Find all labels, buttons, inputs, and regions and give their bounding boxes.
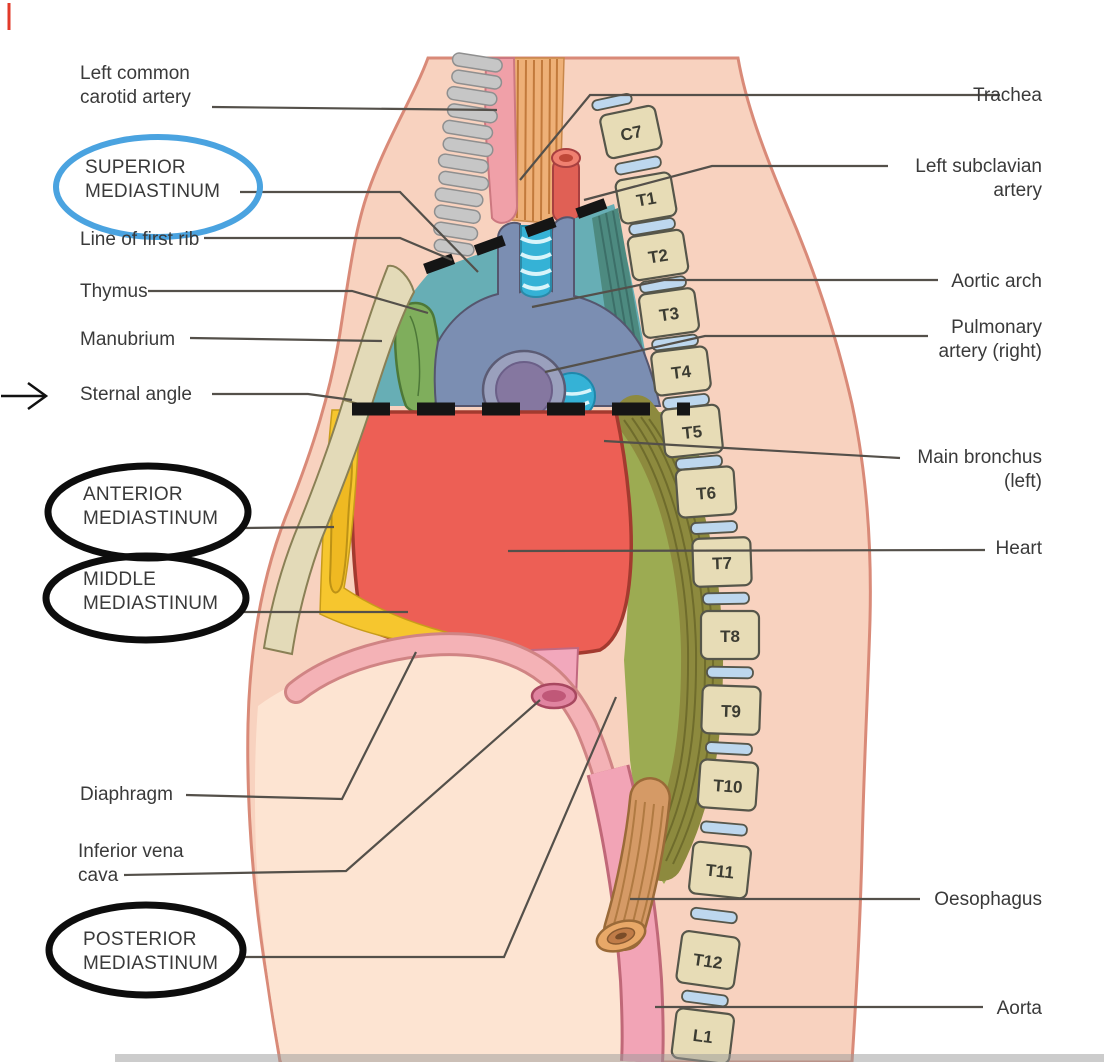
vertebra-c7: C7	[599, 104, 663, 160]
label-oesophagus: Oesophagus	[934, 889, 1042, 910]
leader-anterior-mediastinum	[243, 525, 335, 530]
vertebra-t2: T2	[626, 228, 690, 282]
vertebra-t6: T6	[674, 465, 738, 519]
label-manubrium: Manubrium	[80, 329, 176, 350]
vertebra-label: T10	[713, 776, 744, 797]
vertebra-label: T11	[705, 861, 735, 883]
leader-superior-mediastinum	[240, 190, 479, 273]
dashed-planes	[352, 195, 690, 416]
bottom-gray-strip	[115, 1054, 1104, 1062]
label-trachea: Trachea	[973, 85, 1042, 106]
thoracic-inlet-dashed-line	[423, 195, 614, 275]
vertebra-t4: T4	[650, 345, 712, 397]
vertebra-t8: T8	[699, 609, 761, 661]
label-anterior-mediastinum: ANTERIOR MEDIASTINUM	[83, 484, 219, 530]
vertebra-label: T1	[635, 188, 658, 210]
vertebra-t11: T11	[688, 840, 752, 900]
leader-carotid	[211, 105, 498, 112]
annotation-marks	[1, 3, 1104, 1062]
leader-first-rib	[204, 236, 453, 262]
leader-posterior-mediastinum	[240, 696, 618, 959]
vertebra-label: L1	[692, 1026, 714, 1047]
thymus-inner-line	[409, 315, 421, 397]
vertebra-label: T3	[658, 304, 680, 326]
vertebra-t7: T7	[691, 536, 753, 588]
leader-pulmonary	[544, 334, 928, 374]
leader-diaphragm	[185, 651, 417, 801]
vertebra-t5: T5	[660, 403, 724, 459]
label-left-subclavian-artery: Left subclavian artery	[915, 156, 1042, 202]
leader-lines	[123, 93, 1000, 1009]
vertebra-label: T9	[721, 702, 741, 722]
vertebra-l1: L1	[670, 1007, 736, 1062]
label-diaphragm: Diaphragm	[80, 784, 173, 805]
vertebra-label: T6	[696, 483, 717, 503]
label-aorta: Aorta	[996, 998, 1042, 1019]
oesophagus-tube	[595, 777, 671, 953]
vertebra-label: T2	[647, 246, 670, 268]
subclavian-artery-tube	[551, 148, 581, 223]
label-line-of-first-rib: Line of first rib	[80, 229, 200, 250]
abdomen-region	[254, 653, 646, 1062]
vertebra-label: T12	[692, 950, 724, 973]
leader-trachea	[519, 93, 1000, 181]
label-thymus: Thymus	[80, 281, 148, 302]
vertebra-label: T4	[670, 362, 693, 383]
vertebra-label: T5	[681, 422, 703, 443]
leader-thymus	[148, 289, 429, 315]
vertebra-t9: T9	[700, 684, 762, 736]
leader-ivc	[123, 699, 541, 877]
label-middle-mediastinum: MIDDLE MEDIASTINUM	[83, 569, 219, 615]
svc-cyan-tube	[520, 225, 552, 298]
leader-bronchus	[603, 439, 901, 460]
vertebra-label: T7	[712, 554, 732, 574]
vertebra-label: C7	[619, 122, 644, 145]
vertebra-t3: T3	[638, 287, 700, 339]
label-main-bronchus-left: Main bronchus (left)	[917, 447, 1042, 493]
posterior-mediastinum-circle	[45, 901, 247, 999]
descending-aorta-band	[586, 764, 665, 1062]
superior-mediastinum-circle	[53, 134, 263, 240]
label-aortic-arch: Aortic arch	[951, 271, 1042, 292]
sternal-angle-arrow-icon	[1, 381, 49, 411]
vertebra-label: T8	[720, 627, 740, 646]
label-inferior-vena-cava: Inferior vena cava	[78, 841, 184, 887]
middle-mediastinum-circle	[42, 552, 250, 644]
leader-subclavian	[583, 164, 888, 202]
vertebra-t12: T12	[675, 930, 741, 990]
label-sternal-angle: Sternal angle	[80, 384, 192, 405]
label-heart: Heart	[995, 538, 1042, 559]
label-left-common-carotid-artery: Left common carotid artery	[80, 63, 191, 109]
leader-heart	[507, 548, 986, 553]
leader-sternal-angle	[212, 392, 353, 402]
label-pulmonary-artery-right: Pulmonary artery (right)	[938, 317, 1042, 363]
vertebra-t10: T10	[696, 758, 760, 812]
leader-manubrium	[189, 336, 383, 343]
leader-aortic-arch	[531, 278, 938, 309]
vertebra-t1: T1	[614, 171, 678, 225]
label-superior-mediastinum: SUPERIOR MEDIASTINUM	[85, 157, 221, 203]
ivc-opening	[530, 682, 578, 710]
label-posterior-mediastinum: POSTERIOR MEDIASTINUM	[83, 929, 219, 975]
